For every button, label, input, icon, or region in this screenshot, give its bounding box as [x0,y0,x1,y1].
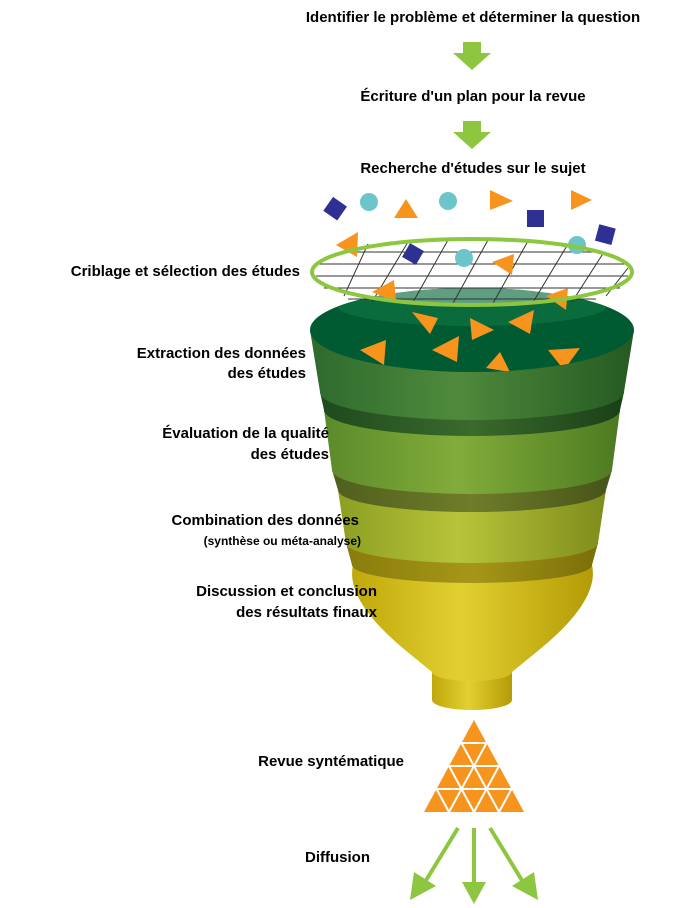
step-screening-label: Criblage et sélection des études [71,263,300,280]
screening-sieve [310,232,634,310]
study-square-icon [527,210,544,227]
study-circle-icon [439,192,457,210]
study-square-icon [402,243,424,265]
study-circle-icon [360,193,378,211]
study-triangle-icon [360,340,386,365]
step-plan-label: Écriture d'un plan pour la revue [360,88,585,105]
study-circle-icon [455,249,473,267]
step-discussion-label-line2: des résultats finaux [236,604,378,621]
study-square-icon [323,196,347,221]
funnel [310,288,634,710]
study-triangle-icon [372,280,396,302]
step-quality-label-line1: Évaluation de la qualité [162,425,329,442]
study-triangle-icon [548,348,580,370]
study-triangle-icon [394,199,418,218]
down-arrow-icon [453,121,491,149]
step-search-label: Recherche d'études sur le sujet [360,160,585,177]
study-triangle-icon [508,310,534,334]
step-extraction-label-line2: des études [228,365,306,382]
step-review-label: Revue syntématique [258,753,404,770]
study-shapes [323,190,616,246]
step-identify-label: Identifier le problème et déterminer la … [306,9,640,26]
diffusion-arrows-icon [410,826,538,904]
step-diffusion-label: Diffusion [305,849,370,866]
step-extraction-label-line1: Extraction des données [137,345,306,362]
review-pyramid-icon [424,720,524,813]
study-triangle-icon [571,190,592,210]
study-square-icon [594,224,616,246]
down-arrow-icon [453,42,491,70]
sieve-ring [310,237,634,307]
step-combination-label-line1: Combination des données [171,512,359,529]
study-triangles-in-funnel [360,310,580,372]
study-triangle-icon [412,312,438,334]
step-quality-label-line2: des études [251,446,329,463]
step-combination-label-line2: (synthèse ou méta-analyse) [204,534,361,548]
study-triangle-icon [432,336,459,362]
study-triangle-icon [492,254,514,275]
step-discussion-label-line1: Discussion et conclusion [196,583,377,600]
study-triangle-icon [470,318,494,340]
study-triangle-icon [490,190,513,210]
study-triangle-icon [486,352,510,372]
